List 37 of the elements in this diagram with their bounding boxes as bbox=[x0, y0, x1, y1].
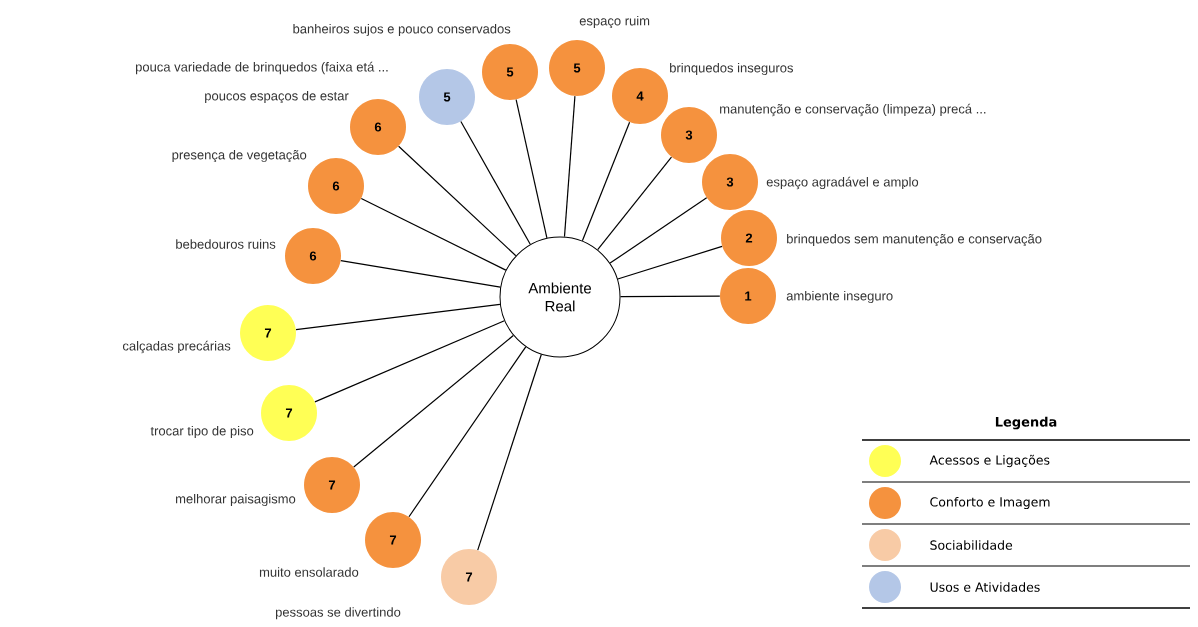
node-label: melhorar paisagismo bbox=[176, 493, 296, 507]
connector-line bbox=[360, 197, 507, 271]
node-label: pouca variedade de brinquedos (faixa etá ... bbox=[135, 61, 388, 75]
node-label: calçadas precárias bbox=[122, 340, 231, 354]
legend-label: Usos e Atividades bbox=[930, 582, 1040, 592]
connector-line bbox=[597, 156, 673, 251]
connector-line bbox=[408, 346, 527, 518]
node-label: brinquedos sem manutenção e conservação bbox=[787, 233, 1042, 247]
connector-line bbox=[314, 320, 505, 403]
connector-line bbox=[340, 260, 501, 288]
node-label: trocar tipo de piso bbox=[150, 425, 254, 439]
legend-label: Sociabilidade bbox=[930, 540, 1013, 550]
connector-line bbox=[295, 303, 501, 331]
legend-label: Conforto e Imagem bbox=[930, 496, 1050, 510]
node-label: ambiente inseguro bbox=[786, 290, 893, 304]
node-label: poucos espaços de estar bbox=[205, 90, 349, 104]
node-label: muito ensolarado bbox=[259, 567, 359, 577]
connector-line bbox=[619, 295, 721, 298]
connector-line bbox=[609, 197, 708, 264]
connector-line bbox=[563, 95, 576, 238]
connector-line bbox=[581, 121, 631, 242]
connector-line bbox=[460, 120, 531, 245]
connector-line bbox=[398, 145, 517, 257]
node-label: espaço ruim bbox=[579, 15, 650, 29]
node-label: banheiros sujos e pouco conservados bbox=[293, 23, 511, 37]
node-label: pessoas se divertindo bbox=[275, 607, 401, 620]
connector-line bbox=[515, 98, 548, 239]
node-label: presença de vegetação bbox=[172, 149, 307, 163]
legend-title: Legenda bbox=[995, 416, 1057, 430]
legend-label: Acessos e Ligações bbox=[929, 454, 1050, 468]
node-label: espaço agradável e amplo bbox=[766, 176, 919, 190]
connector-line bbox=[617, 245, 723, 280]
node-label: manutenção e conservação (limpeza) precá ... bbox=[720, 103, 986, 117]
node-label: brinquedos inseguros bbox=[670, 62, 793, 76]
connector-line bbox=[353, 334, 514, 468]
connector-line bbox=[477, 353, 542, 551]
node-label: bebedouros ruins bbox=[176, 239, 276, 249]
